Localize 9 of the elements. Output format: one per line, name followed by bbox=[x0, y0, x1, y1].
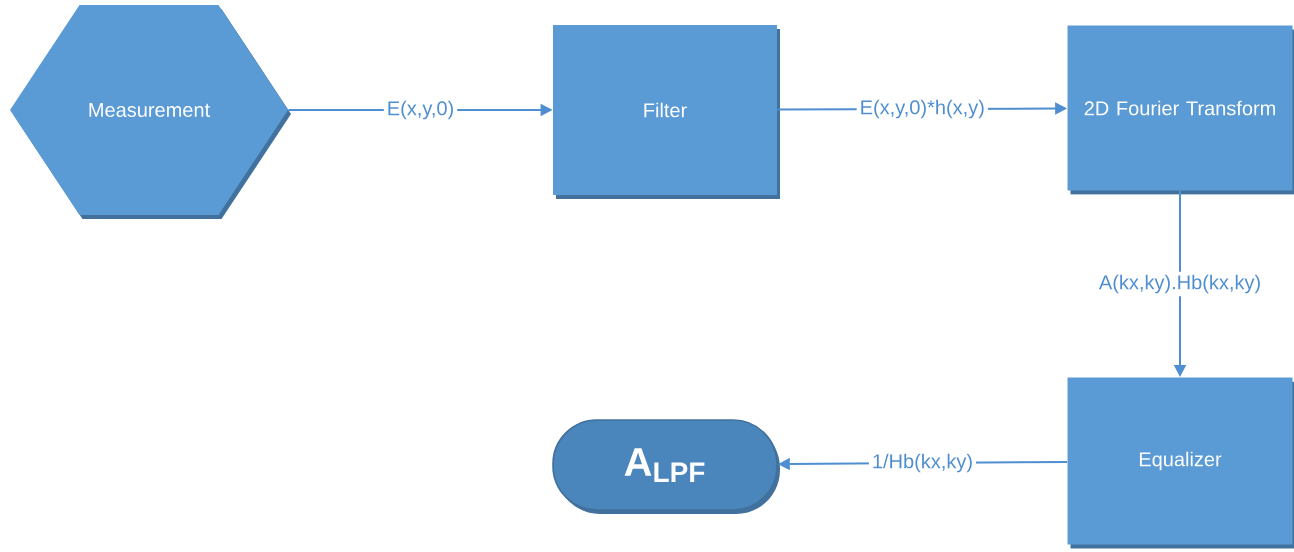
edge-label: 1/Hb(kx,ky) bbox=[868, 450, 976, 476]
edge-label: E(x,y,0)*h(x,y) bbox=[856, 96, 988, 122]
process-box: 2D Fourier Transform bbox=[1067, 25, 1294, 195]
process-box: Equalizer bbox=[1067, 377, 1294, 549]
edge-label: E(x,y,0) bbox=[383, 97, 458, 123]
edge-label: A(kx,ky).Hb(kx,ky) bbox=[1095, 271, 1265, 297]
process-box: Filter bbox=[553, 25, 780, 199]
terminal-node: A$_{LPF}$ bbox=[552, 419, 780, 514]
hexagon-node: Measurement bbox=[10, 5, 291, 219]
